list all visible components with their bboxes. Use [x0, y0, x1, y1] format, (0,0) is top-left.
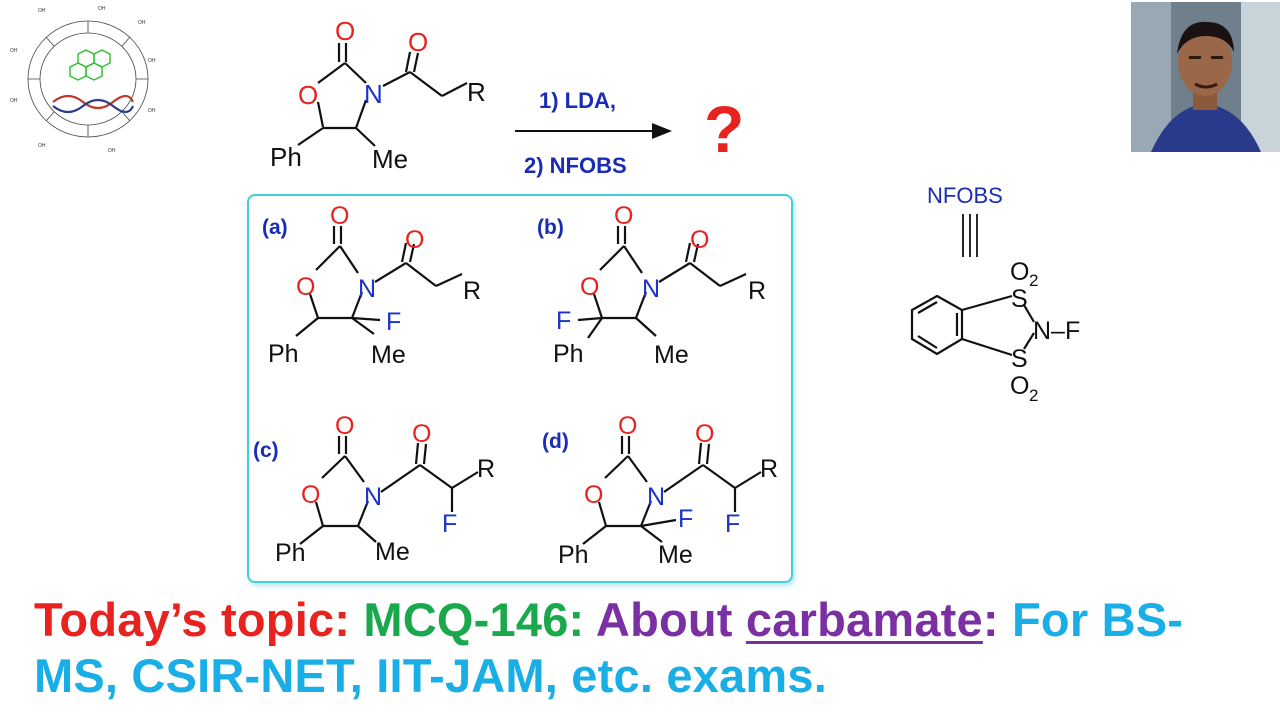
- svg-text:R: R: [463, 277, 481, 305]
- svg-text:OH: OH: [138, 20, 146, 26]
- svg-text:Ph: Ph: [275, 539, 306, 567]
- svg-text:O: O: [580, 273, 599, 301]
- nfobs-structure: [910, 294, 1035, 357]
- svg-text:O: O: [335, 412, 354, 440]
- svg-text:S: S: [1011, 285, 1028, 313]
- svg-text:Me: Me: [371, 341, 406, 369]
- svg-text:N: N: [358, 275, 376, 303]
- sm-Ph: Ph: [270, 142, 302, 172]
- condition-step-2: 2) NFOBS: [524, 153, 627, 178]
- svg-text:O: O: [330, 202, 349, 230]
- topic-subject-link: carbamate: [745, 593, 983, 646]
- svg-text:S: S: [1011, 345, 1028, 373]
- svg-text:O: O: [584, 481, 603, 509]
- svg-text:O: O: [618, 412, 637, 440]
- svg-text:Me: Me: [375, 538, 410, 566]
- svg-text:Me: Me: [654, 341, 689, 369]
- svg-text:O: O: [412, 420, 431, 448]
- option-b-label: (b): [537, 216, 564, 239]
- svg-text:OH: OH: [38, 143, 46, 149]
- svg-text:O: O: [1010, 258, 1029, 286]
- svg-text:OH: OH: [148, 58, 156, 64]
- sm-Me: Me: [372, 144, 408, 174]
- option-a-label: (a): [262, 216, 288, 239]
- svg-text:OH: OH: [98, 6, 106, 12]
- option-c-label: (c): [253, 439, 279, 462]
- svg-text:O: O: [1010, 372, 1029, 400]
- svg-text:Me: Me: [658, 541, 693, 569]
- svg-text:Ph: Ph: [553, 340, 584, 368]
- sm-R: R: [467, 77, 486, 107]
- equivalence-sign: [962, 214, 978, 257]
- svg-text:OH: OH: [108, 148, 116, 154]
- svg-text:2: 2: [1029, 271, 1038, 290]
- svg-text:O: O: [405, 226, 424, 254]
- reagent-name: NFOBS: [927, 183, 1003, 208]
- product-question-mark: ?: [704, 92, 744, 166]
- svg-text:O: O: [695, 420, 714, 448]
- svg-text:O: O: [296, 273, 315, 301]
- topic-banner: Today’s topic: MCQ-146: About carbamate:…: [34, 593, 1184, 702]
- svg-text:2: 2: [1029, 386, 1038, 405]
- sm-carbonyl-O-ring: O: [335, 16, 355, 46]
- option-d-label: (d): [542, 430, 569, 453]
- svg-text:F: F: [556, 307, 571, 335]
- svg-text:R: R: [477, 455, 495, 483]
- svg-text:F: F: [386, 308, 401, 336]
- sm-N: N: [364, 79, 383, 109]
- svg-text:O: O: [614, 202, 633, 230]
- exam-list: For BS-MS, CSIR-NET, IIT-JAM, etc. exams…: [34, 593, 1184, 702]
- svg-text:OH: OH: [10, 48, 18, 54]
- topic-label: Today’s topic:: [34, 593, 351, 646]
- svg-text:O: O: [301, 481, 320, 509]
- svg-text:Ph: Ph: [268, 340, 299, 368]
- svg-text:N: N: [647, 483, 665, 511]
- mcq-number: MCQ-146:: [363, 593, 585, 646]
- about-text: About: [595, 593, 733, 646]
- svg-text:F: F: [442, 510, 457, 538]
- svg-text:OH: OH: [10, 98, 18, 104]
- svg-text:F: F: [725, 510, 740, 538]
- svg-text:F: F: [678, 505, 693, 533]
- cyclodextrin-logo-icon: OH OH OH OH OH OH OH OH OH: [10, 6, 156, 154]
- svg-text:OH: OH: [148, 108, 156, 114]
- condition-step-1: 1) LDA,: [539, 88, 616, 113]
- presenter-photo: [1131, 2, 1280, 152]
- svg-text:N: N: [642, 275, 660, 303]
- svg-text:O: O: [690, 226, 709, 254]
- options-frame: [247, 194, 793, 583]
- sm-ring-O: O: [298, 80, 318, 110]
- nfobs-N-F: N–F: [1033, 317, 1080, 345]
- sm-acyl-O: O: [408, 27, 428, 57]
- svg-text:N: N: [364, 483, 382, 511]
- svg-text:R: R: [760, 455, 778, 483]
- svg-text:R: R: [748, 277, 766, 305]
- svg-text:OH: OH: [38, 8, 46, 14]
- reaction-scheme: O O N O R Ph Me 1) LDA, 2) NFOBS ? (a) O…: [253, 16, 1080, 569]
- svg-text:Ph: Ph: [558, 541, 589, 569]
- starting-material: [297, 43, 468, 147]
